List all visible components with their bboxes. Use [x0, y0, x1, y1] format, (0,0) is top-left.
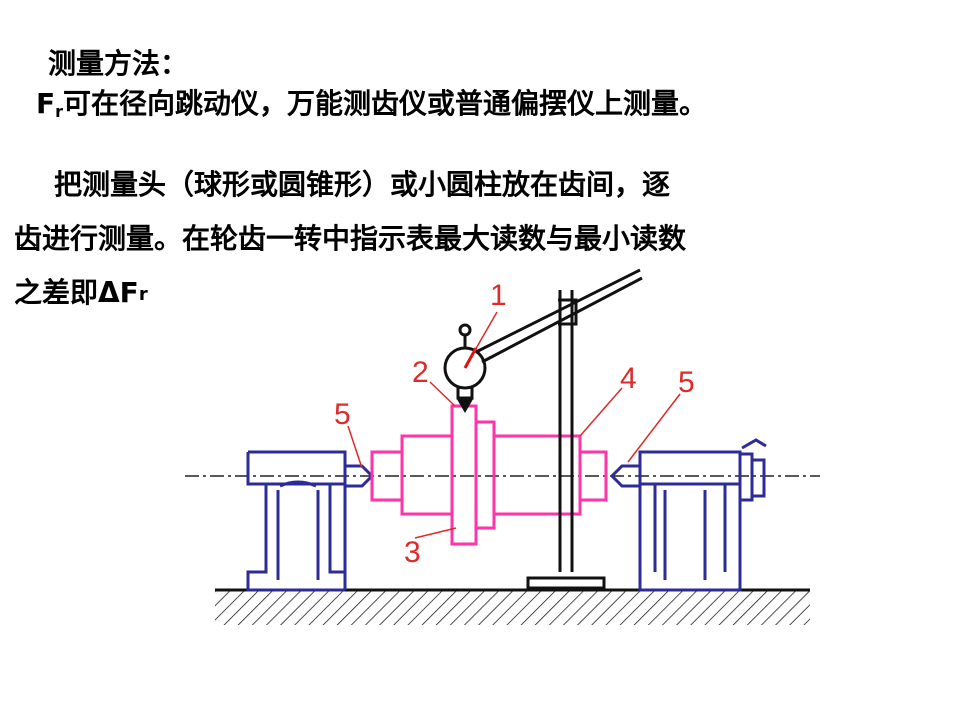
paragraph-line-3: 之差即ΔF [14, 276, 139, 309]
callout-leaders [347, 311, 681, 539]
callout-label-3: 3 [404, 536, 421, 569]
callout-label-4: 4 [620, 362, 637, 395]
dial-indicator [443, 323, 487, 413]
right-center-support [609, 438, 767, 592]
indicator-stand [475, 268, 643, 590]
left-center-support [246, 450, 375, 592]
callout-label-5-right: 5 [678, 366, 695, 399]
ground-base [215, 588, 810, 625]
callout-label-1: 1 [490, 279, 507, 312]
method-paragraph: 把测量头（球形或圆锥形）或小圆柱放在齿间，逐 齿进行测量。在轮齿一转中指示表最大… [14, 158, 954, 322]
paragraph-line-1: 把测量头（球形或圆锥形）或小圆柱放在齿间，逐 [54, 168, 671, 201]
section-title: 测量方法： [48, 47, 189, 80]
instrument-line: Fr可在径向跳动仪，万能测齿仪或普通偏摆仪上测量。 [36, 82, 707, 122]
instrument-text: 可在径向跳动仪，万能测齿仪或普通偏摆仪上测量。 [63, 87, 708, 120]
paragraph-line-2: 齿进行测量。在轮齿一转中指示表最大读数与最小读数 [14, 222, 687, 255]
callout-label-5-left: 5 [334, 398, 351, 431]
callout-label-2: 2 [412, 356, 429, 389]
symbol-r-subscript: r [55, 102, 64, 121]
symbol-f: F [36, 87, 56, 120]
gear-workpiece [370, 404, 608, 546]
paragraph-line-3-subscript: r [138, 284, 148, 305]
